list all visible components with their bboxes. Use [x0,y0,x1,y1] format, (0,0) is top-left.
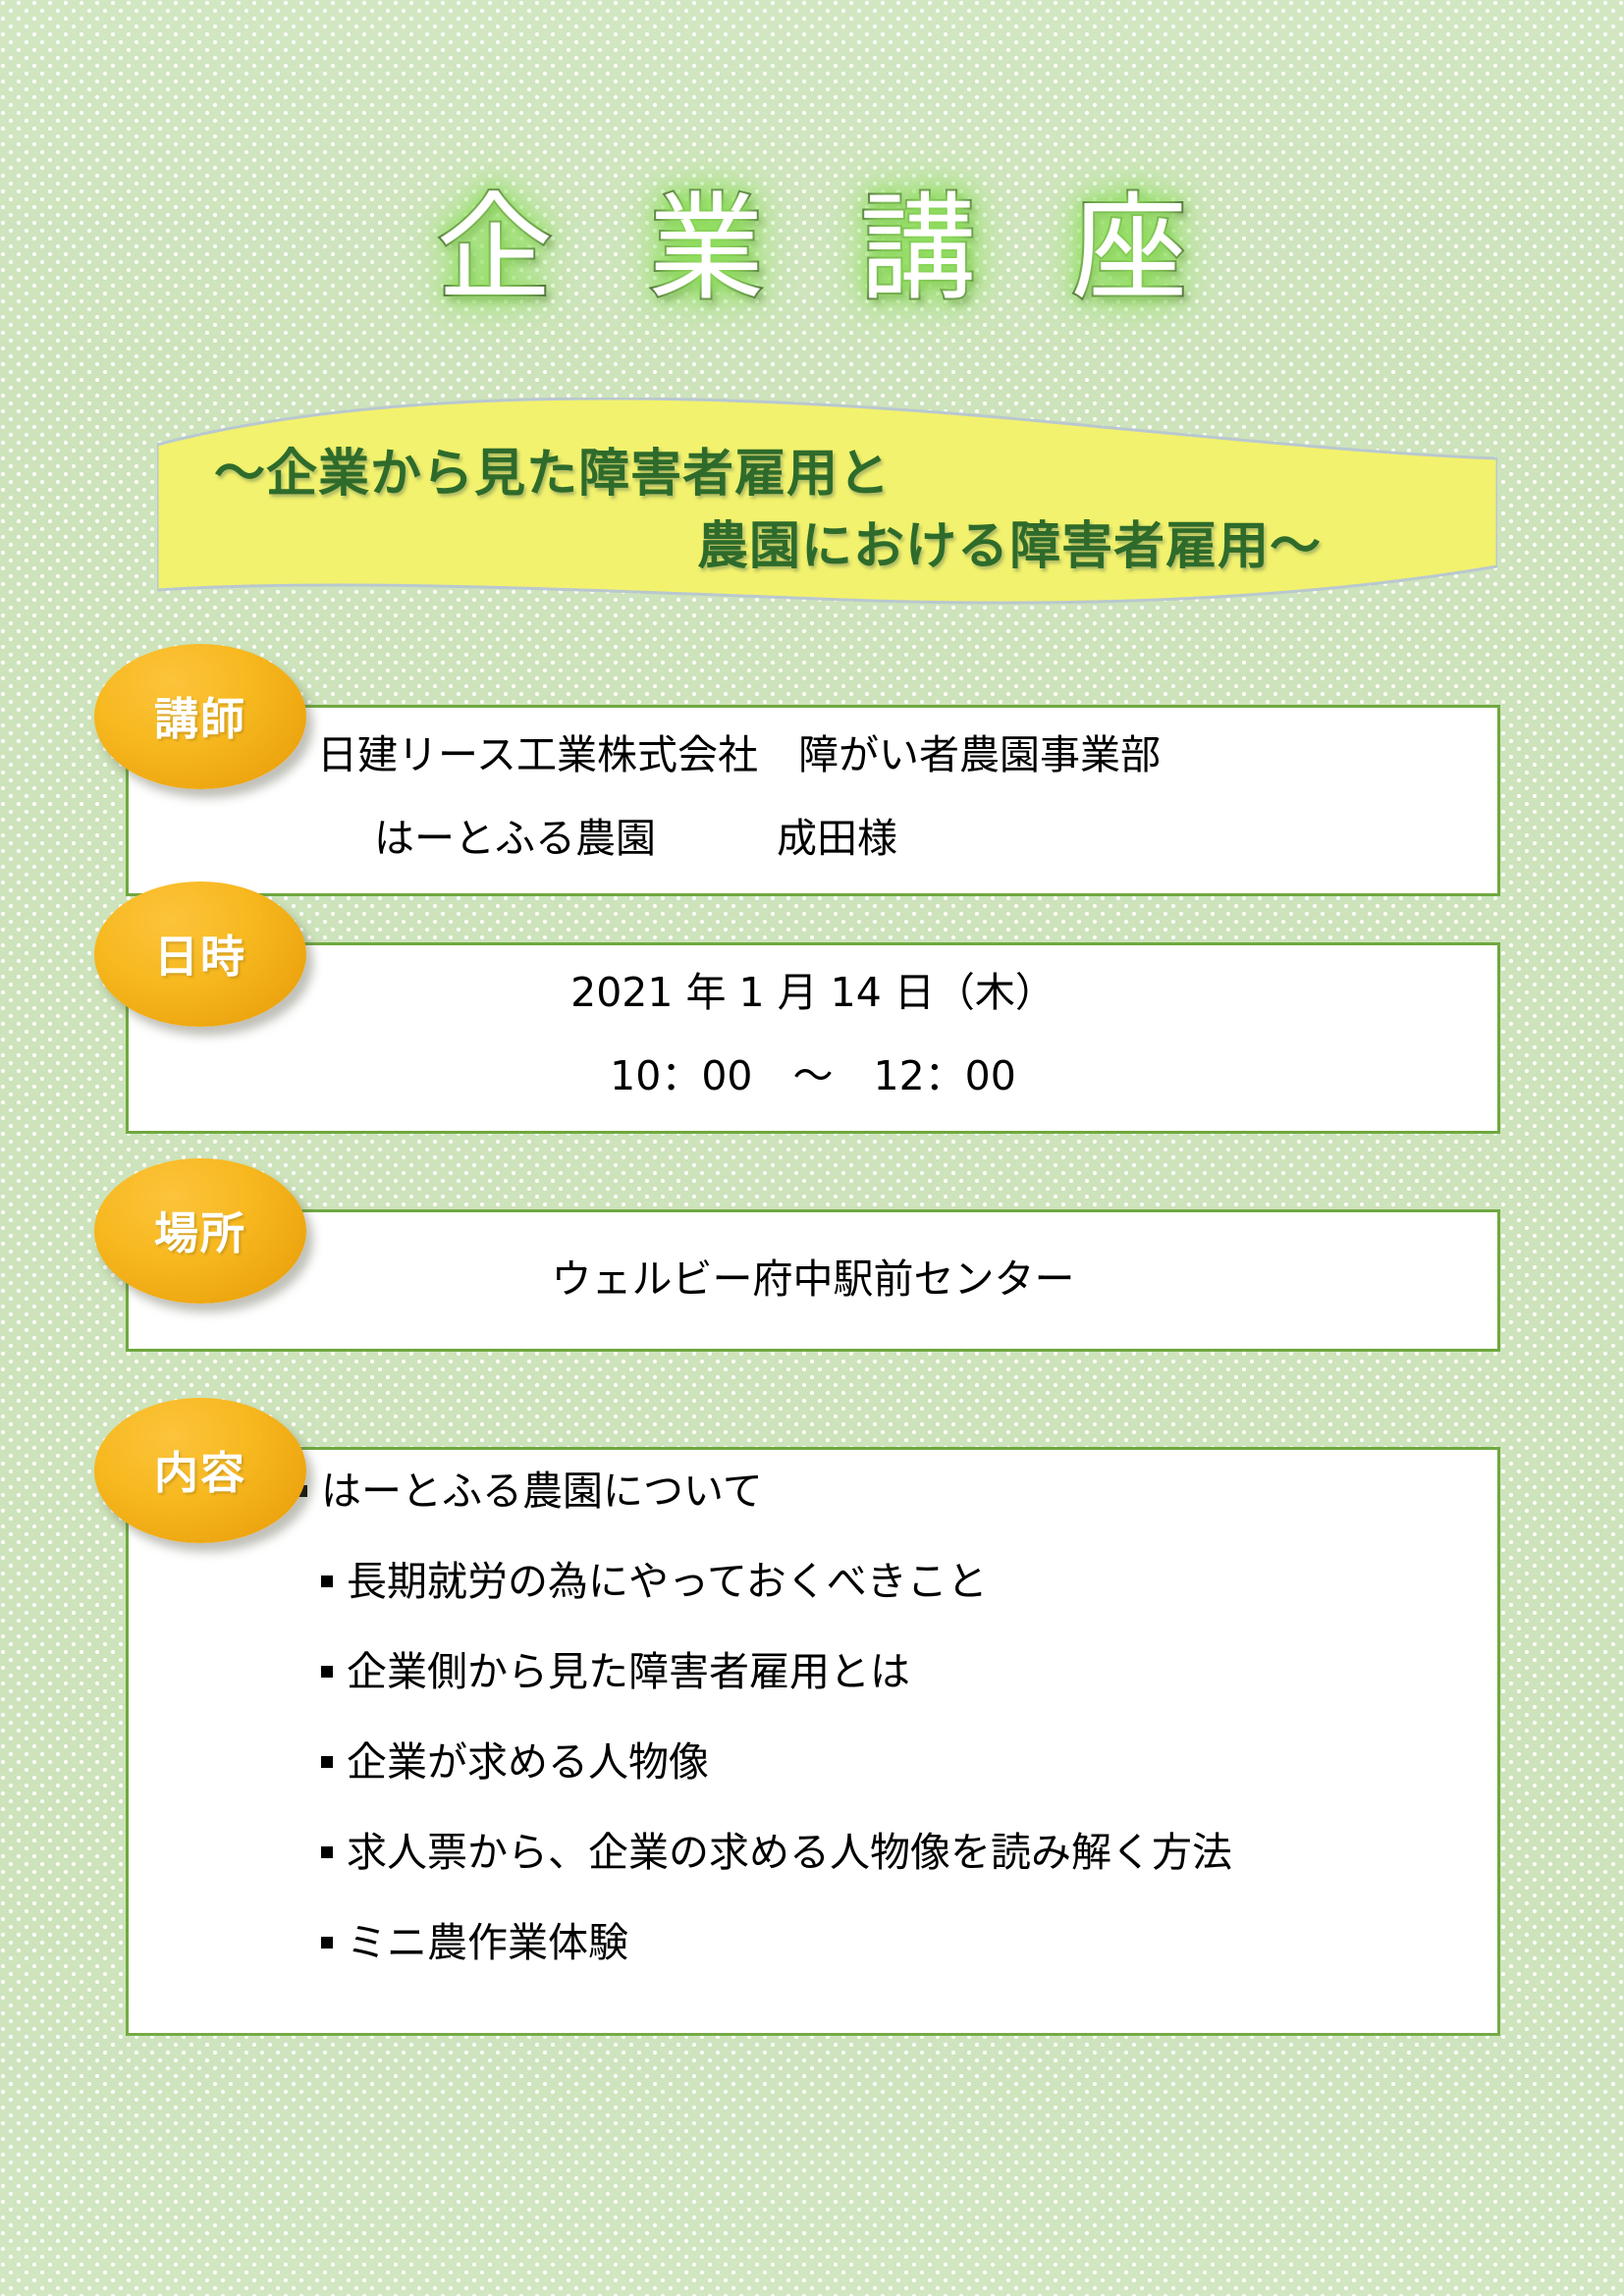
lecturer-panel: 日建リース工業株式会社 障がい者農園事業部 はーとふる農園 成田様 [126,705,1500,896]
lecturer-panel-body: 日建リース工業株式会社 障がい者農園事業部 はーとふる農園 成田様 [129,708,1497,893]
bullet-square-icon [321,1937,333,1949]
ribbon-text-block: 〜企業から見た障害者雇用と 農園における障害者雇用〜 [157,398,1497,618]
content-bullet-list: はーとふる農園について 長期就労の為にやっておくべきこと 企業側から見た障害者雇… [129,1450,1497,2033]
poster-title-text: 企 業 講 座 [435,180,1218,316]
content-item-label: 長期就労の為にやっておくべきこと [347,1558,988,1605]
datetime-line-1: 2021 年 1 月 14 日（木） [570,969,1056,1016]
bullet-square-icon [321,1756,333,1768]
content-item: はーとふる農園について [129,1471,1497,1562]
lecturer-line-1: 日建リース工業株式会社 障がい者農園事業部 [317,731,1161,778]
content-panel: はーとふる農園について 長期就労の為にやっておくべきこと 企業側から見た障害者雇… [126,1447,1500,2036]
content-item: 長期就労の為にやっておくべきこと [129,1562,1497,1652]
place-badge-label: 場所 [153,1206,246,1259]
datetime-panel-body: 2021 年 1 月 14 日（木） 10：00 〜 12：00 [129,945,1497,1131]
datetime-panel: 2021 年 1 月 14 日（木） 10：00 〜 12：00 [126,942,1500,1134]
place-badge: 場所 [94,1158,306,1304]
ribbon-line-2: 農園における障害者雇用〜 [697,516,1323,576]
bullet-square-icon [321,1846,333,1858]
bullet-square-icon [321,1666,333,1678]
place-panel-body: ウェルビー府中駅前センター [129,1212,1497,1349]
content-item-label: ミニ農作業体験 [347,1919,628,1966]
datetime-badge-label: 日時 [153,930,246,983]
ribbon-shape [157,398,1497,605]
content-item-label: 企業が求める人物像 [347,1738,709,1786]
bullet-square-icon [321,1575,333,1587]
content-badge-label: 内容 [153,1446,246,1499]
content-item-label: はーとふる農園について [321,1468,763,1515]
content-item: 企業側から見た障害者雇用とは [129,1652,1497,1742]
ribbon-line-1: 〜企業から見た障害者雇用と [214,444,892,504]
content-item: 企業が求める人物像 [129,1742,1497,1833]
lecturer-line-2: はーとふる農園 成田様 [374,815,897,862]
subtitle-ribbon: 〜企業から見た障害者雇用と 農園における障害者雇用〜 [157,398,1497,618]
lecturer-badge-label: 講師 [153,692,246,745]
place-panel: ウェルビー府中駅前センター [126,1209,1500,1352]
datetime-line-2: 10：00 〜 12：00 [610,1052,1016,1099]
content-item: 求人票から、企業の求める人物像を読み解く方法 [129,1833,1497,1923]
datetime-badge: 日時 [94,881,306,1027]
content-item-label: 求人票から、企業の求める人物像を読み解く方法 [347,1829,1232,1876]
lecturer-badge: 講師 [94,644,306,789]
place-line-1: ウェルビー府中駅前センター [551,1255,1075,1303]
content-item: ミニ農作業体験 [129,1923,1497,2013]
content-item-label: 企業側から見た障害者雇用とは [347,1648,910,1695]
poster-title: 企 業 講 座 [0,180,1624,316]
content-badge: 内容 [94,1398,306,1543]
